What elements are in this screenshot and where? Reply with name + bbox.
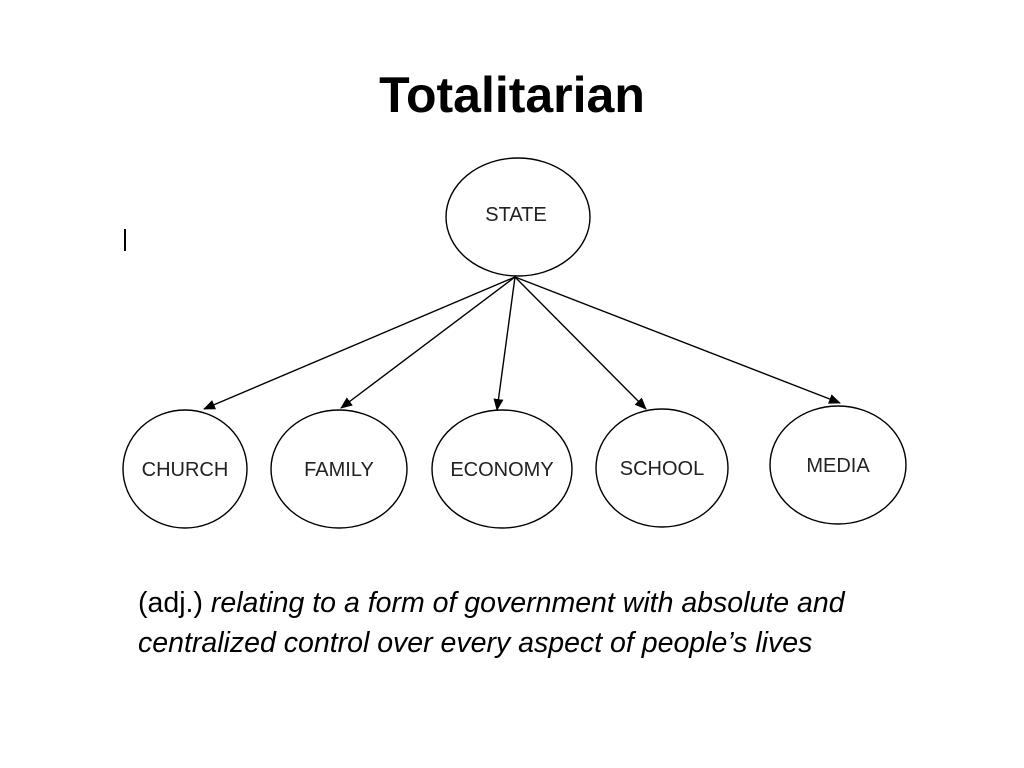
node-state-ellipse (445, 157, 591, 277)
node-church-label: CHURCH (142, 459, 229, 481)
node-media: MEDIA (769, 405, 907, 525)
node-economy: ECONOMY (431, 409, 573, 529)
definition-gloss: relating to a form of government with ab… (138, 587, 845, 659)
node-family-ellipse (270, 409, 408, 529)
arrow-state-to-economy (493, 276, 516, 411)
node-family: FAMILY (270, 409, 408, 529)
node-school: SCHOOL (595, 408, 729, 528)
slide-title: Totalitarian (379, 67, 645, 123)
node-family-label: FAMILY (304, 459, 374, 481)
node-school-label: SCHOOL (620, 458, 704, 480)
arrow-state-to-media (514, 276, 841, 404)
definition-text: (adj.) relating to a form of government … (138, 583, 918, 663)
arrow-state-to-church (203, 276, 516, 410)
node-school-ellipse (595, 408, 729, 528)
node-state: STATE (445, 157, 591, 277)
node-media-ellipse (769, 405, 907, 525)
node-economy-label: ECONOMY (450, 459, 553, 481)
definition-part-of-speech: (adj.) (138, 587, 203, 619)
node-church: CHURCH (122, 409, 248, 529)
arrow-state-to-school (514, 276, 647, 410)
node-economy-ellipse (431, 409, 573, 529)
arrow-state-to-family (340, 276, 516, 409)
node-state-label: STATE (485, 204, 546, 226)
diagram-arrows (203, 276, 841, 411)
text-cursor-mark (124, 229, 126, 251)
node-church-ellipse (122, 409, 248, 529)
node-media-label: MEDIA (806, 455, 870, 477)
